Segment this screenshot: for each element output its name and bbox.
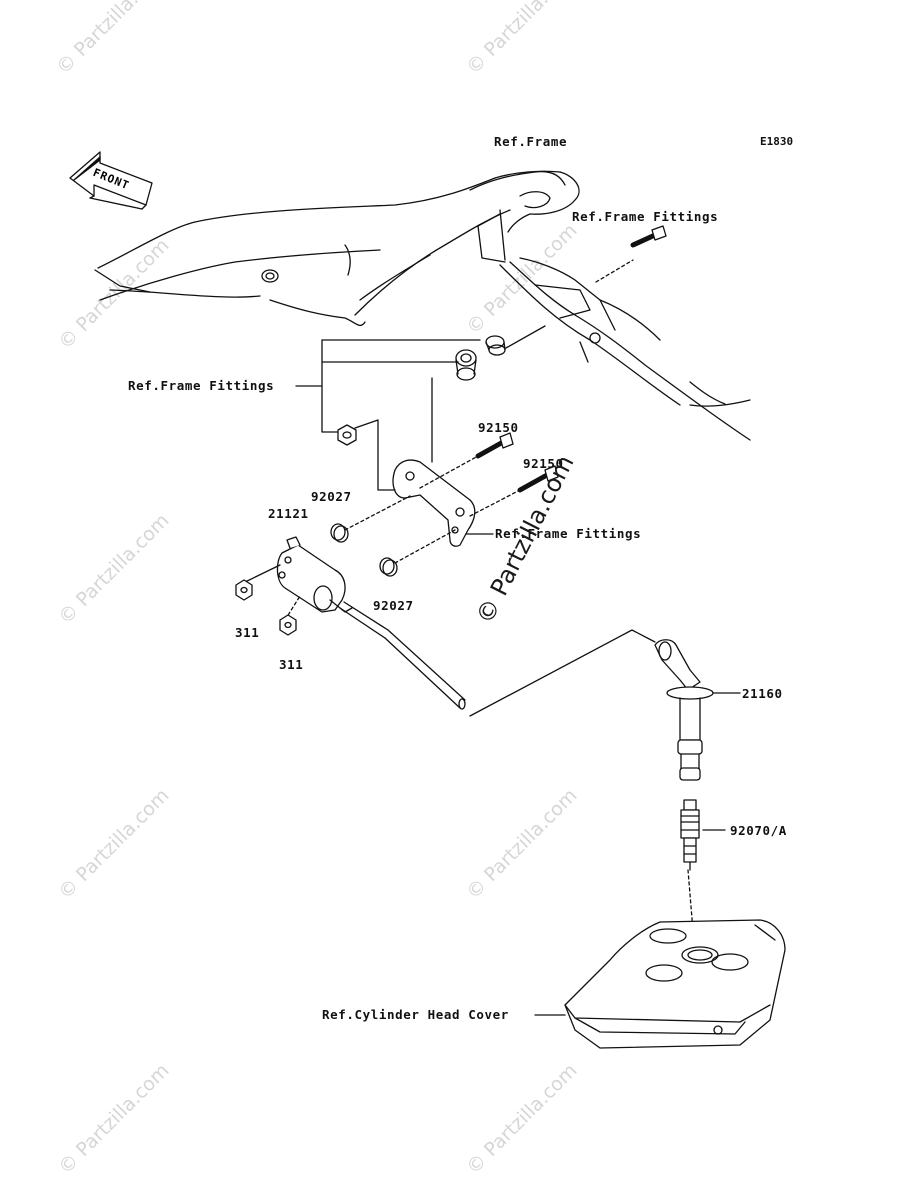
- ignition-coil-part: [242, 536, 466, 710]
- bolt-92150-a: [419, 432, 514, 489]
- bolt-92150-b: [469, 465, 559, 517]
- grommet-part: [455, 349, 477, 381]
- part-number-label: 92027: [311, 489, 352, 504]
- spark-plug-part: [680, 799, 726, 956]
- label-ref-frame-fittings: Ref.Frame Fittings: [572, 209, 719, 224]
- collar-part: [485, 325, 546, 356]
- part-number-label: 21160: [742, 686, 783, 701]
- frame-part: [94, 170, 751, 441]
- front-arrow-icon: [69, 151, 153, 210]
- plug-cap-part: [654, 639, 741, 781]
- cylinder-head-cover-part: [534, 919, 786, 1049]
- leader-lines: [469, 629, 656, 717]
- label-ref-frame: Ref.Frame: [494, 134, 568, 149]
- nut-311-a: [235, 579, 253, 601]
- nut-311-b: [279, 614, 297, 636]
- bolt-part: [595, 225, 667, 283]
- part-number-label: 21121: [268, 506, 309, 521]
- part-number-label: 92150: [478, 420, 519, 435]
- part-number-label: 311: [279, 657, 304, 672]
- nut-part: [337, 424, 357, 446]
- part-number-label: 311: [235, 625, 260, 640]
- bracket-part: [392, 459, 476, 547]
- part-number-label: 92027: [373, 598, 414, 613]
- part-number-label: 92070/A: [730, 823, 787, 838]
- label-ref-frame-fittings: Ref.Frame Fittings: [495, 526, 642, 541]
- part-number-label: 92150: [523, 456, 564, 471]
- collar-92027-a: [330, 495, 411, 543]
- label-ref-cylinder-head-cover: Ref.Cylinder Head Cover: [322, 1007, 509, 1022]
- diagram-code: E1830: [760, 135, 794, 148]
- collar-92027-b: [379, 529, 456, 577]
- label-ref-frame-fittings: Ref.Frame Fittings: [128, 378, 275, 393]
- leader-lines: [295, 339, 481, 491]
